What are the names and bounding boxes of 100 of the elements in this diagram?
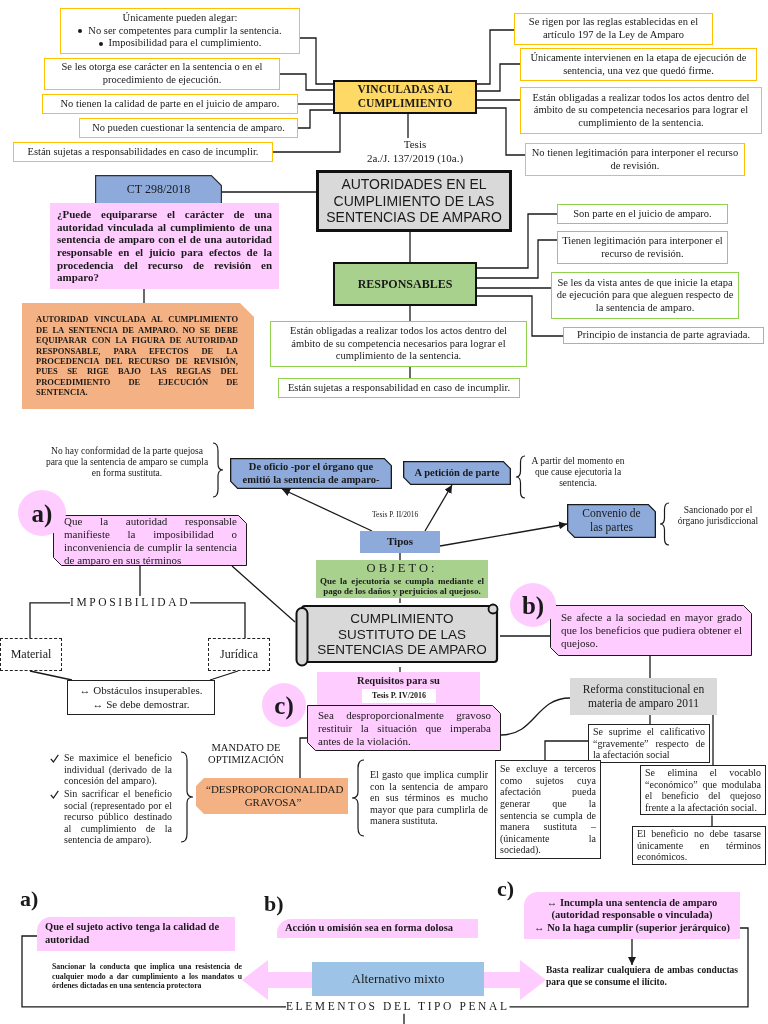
connector-line <box>508 927 749 1008</box>
note-text: Sin sacrificar el beneficio social (representado por el recurso público destinado al cumplimiento de la sentencia de amparo). <box>64 788 172 846</box>
note-box <box>520 87 762 134</box>
note-text: Únicamente pueden alegar: <box>121 12 239 25</box>
item-letter: c) <box>273 692 295 718</box>
connector-line <box>476 63 521 92</box>
connector-line <box>712 714 714 766</box>
condition-text: Que el sujeto activo tenga la calidad de autoridad <box>45 921 221 947</box>
note-text: Sancionado por el órgano jurisdiccional <box>676 505 760 527</box>
type-box <box>567 504 656 538</box>
category-box <box>333 80 477 114</box>
element-panel <box>277 919 478 938</box>
connector-line <box>403 1013 405 1024</box>
connector-line <box>476 99 521 101</box>
note-text: ↔ Obstáculos insuperables. <box>78 684 204 698</box>
connector-line <box>399 597 401 604</box>
question-panel <box>50 203 279 289</box>
letter-circle <box>510 583 556 627</box>
note-text: Se les otorga ese carácter en la sentencia o en el procedimiento de ejecución. <box>60 61 264 87</box>
connector-line <box>231 565 296 623</box>
note-box <box>42 94 298 114</box>
category-title: Jurídica <box>219 647 259 662</box>
condition-text: ↔ No la haga cumplir (superior jerárquico) <box>533 921 731 935</box>
thesis-reference: Tesis P. IV/2016 <box>371 691 427 701</box>
item-letter: c) <box>497 878 515 900</box>
connector-line <box>272 113 341 153</box>
section-heading: IMPOSIBILIDAD <box>70 596 191 610</box>
note-box <box>278 378 520 398</box>
note-text: A partir del momento en que cause ejecutoria la sentencia. <box>530 456 626 489</box>
note-text: Se excluye a terceros como sujetos cuya afectación pueda generar que la sentencia se cumpla de manera sustituta – (únicamente la sociedad). <box>500 763 596 856</box>
thesis-reference: 2a./J. 137/2019 (10a.) <box>365 151 465 166</box>
item-letter: a) <box>20 888 39 910</box>
main-title: CUMPLIMIENTO SUSTITUTO DE LAS SENTENCIAS DE AMPARO <box>316 611 488 658</box>
note-text: Que la ejecutoria se cumpla mediante el pago de los daños y perjuicios al quejoso. <box>320 575 484 597</box>
case-number: CT 298/2018 <box>125 182 192 197</box>
category-title: Tipos <box>385 535 415 549</box>
connector-line <box>544 740 589 761</box>
note-box <box>13 142 273 162</box>
note-box <box>520 48 757 81</box>
note-text: Se elimina el vocablo “económico” que modulaba el beneficio del quejoso frente a la afectación social. <box>645 767 761 814</box>
connector-line <box>476 287 552 289</box>
letter-circle <box>262 683 306 727</box>
connector-line <box>279 73 334 91</box>
note-text: Reforma constitucional en materia de amparo 2011 <box>581 682 706 711</box>
connector-line <box>476 29 515 85</box>
connector-line <box>29 602 71 639</box>
note-text: El gasto que implica cumplir con la sentencia de amparo en sus términos es mucho mayor que para cumplirla de manera sustituta. <box>370 769 488 827</box>
connector-line <box>21 935 287 1008</box>
note-text: Se maximice el beneficio individual (derivado de la concesión del amparo). <box>64 752 172 787</box>
note-box <box>79 118 298 138</box>
note-box <box>270 321 527 367</box>
connector-line <box>409 366 411 379</box>
description-text: Basta realizar cualquiera de ambas conductas para que se consume el ilícito. <box>546 965 738 988</box>
type-label: De oficio -por el órgano que emitió la sentencia de amparo- <box>241 461 381 486</box>
heading-text: MANDATO DE OPTIMIZACIÓN <box>207 742 285 766</box>
arrow <box>439 521 568 547</box>
note-text: No pueden cuestionar la sentencia de amparo. <box>91 121 286 135</box>
item-letter: a) <box>30 500 54 526</box>
section-heading: ELEMENTOS DEL TIPO PENAL <box>286 1000 510 1014</box>
item-letter: b) <box>264 893 284 915</box>
connector-line <box>407 113 409 139</box>
connector-line <box>189 602 246 639</box>
reference-tag <box>362 689 436 703</box>
section-title: OBJETO: <box>365 562 439 576</box>
condition-panel <box>307 705 501 751</box>
note-text: El beneficio no debe tasarse únicamente en términos económicos. <box>637 828 761 863</box>
note-text: Están obligadas a realizar todos los actos dentro del ámbito de su competencia necesarios para lograr el cumplimiento de la sentencia. <box>289 325 508 363</box>
reform-box <box>570 678 717 715</box>
note-box <box>514 13 713 45</box>
note-text: Se suprime el calificativo “gravemente” respecto de la afectación social <box>593 726 705 761</box>
note-box <box>44 58 280 90</box>
objective-box <box>316 560 488 599</box>
connector-line <box>299 37 334 85</box>
list-item-text: No ser competentes para cumplir la sentencia. <box>88 24 282 38</box>
requirement-panel <box>317 672 480 706</box>
connector-line <box>409 231 411 263</box>
connector-line <box>297 103 334 105</box>
connector-line <box>299 737 308 779</box>
connector-line <box>209 670 239 681</box>
type-box <box>312 962 484 996</box>
connector-line <box>476 213 558 269</box>
condition-panel <box>550 605 752 656</box>
condition-text: Que la autoridad responsable manifieste la imposibilidad o inconveniencia de cumplir la sentencia de amparo en sus términos <box>64 514 237 567</box>
note-text: Están obligadas a realizar todos los actos dentro del ámbito de su competencia necesarios para lograr el cumplimiento de la sentencia. <box>531 91 751 130</box>
type-label: Convenio de las partes <box>581 507 642 535</box>
connector-line <box>476 295 564 337</box>
answer-panel <box>22 303 254 409</box>
type-box <box>360 531 440 553</box>
question-text: ¿Puede equipararse el carácter de una autoridad vinculada al cumplimiento de una sentencia de amparo con el de una autoridad responsable en el juicio para efectos de la procedencia del recurso de revisión en amparo? <box>57 208 272 284</box>
note-text: Únicamente intervienen en la etapa de ejecución de sentencia, una vez que quedó firme. <box>529 51 748 78</box>
block-arrow <box>484 960 546 1000</box>
answer-text: AUTORIDAD VINCULADA AL CUMPLIMIENTO DE LA SENTENCIA DE AMPARO. NO SE DEBE EQUIPARAR CON LA FIGURA DE AUTORIDAD RESPONSABLE, PARA EFECTOS DE LA PROCEDENCIA DEL RECURSO DE REVISIÓN, PUES SE RIGE BAJO LAS REGLAS DEL PROCEDIMIENTO DE EJECUCIÓN DE SENTENCIA. <box>36 314 238 398</box>
note-text: Se rigen por las reglas establecidas en el artículo 197 de la Ley de Amparo <box>527 16 700 42</box>
connector-line <box>399 552 401 561</box>
note-text: Son parte en el juicio de amparo. <box>572 207 713 221</box>
condition-text: Se afecte a la sociedad en mayor grado que los beneficios que pudiera obtener el quejoso. <box>561 611 742 650</box>
connector-line <box>711 814 713 827</box>
category-box <box>0 638 62 671</box>
item-letter: b) <box>520 592 546 618</box>
list-item-text: Imposibilidad para el cumplimiento. <box>108 37 262 50</box>
